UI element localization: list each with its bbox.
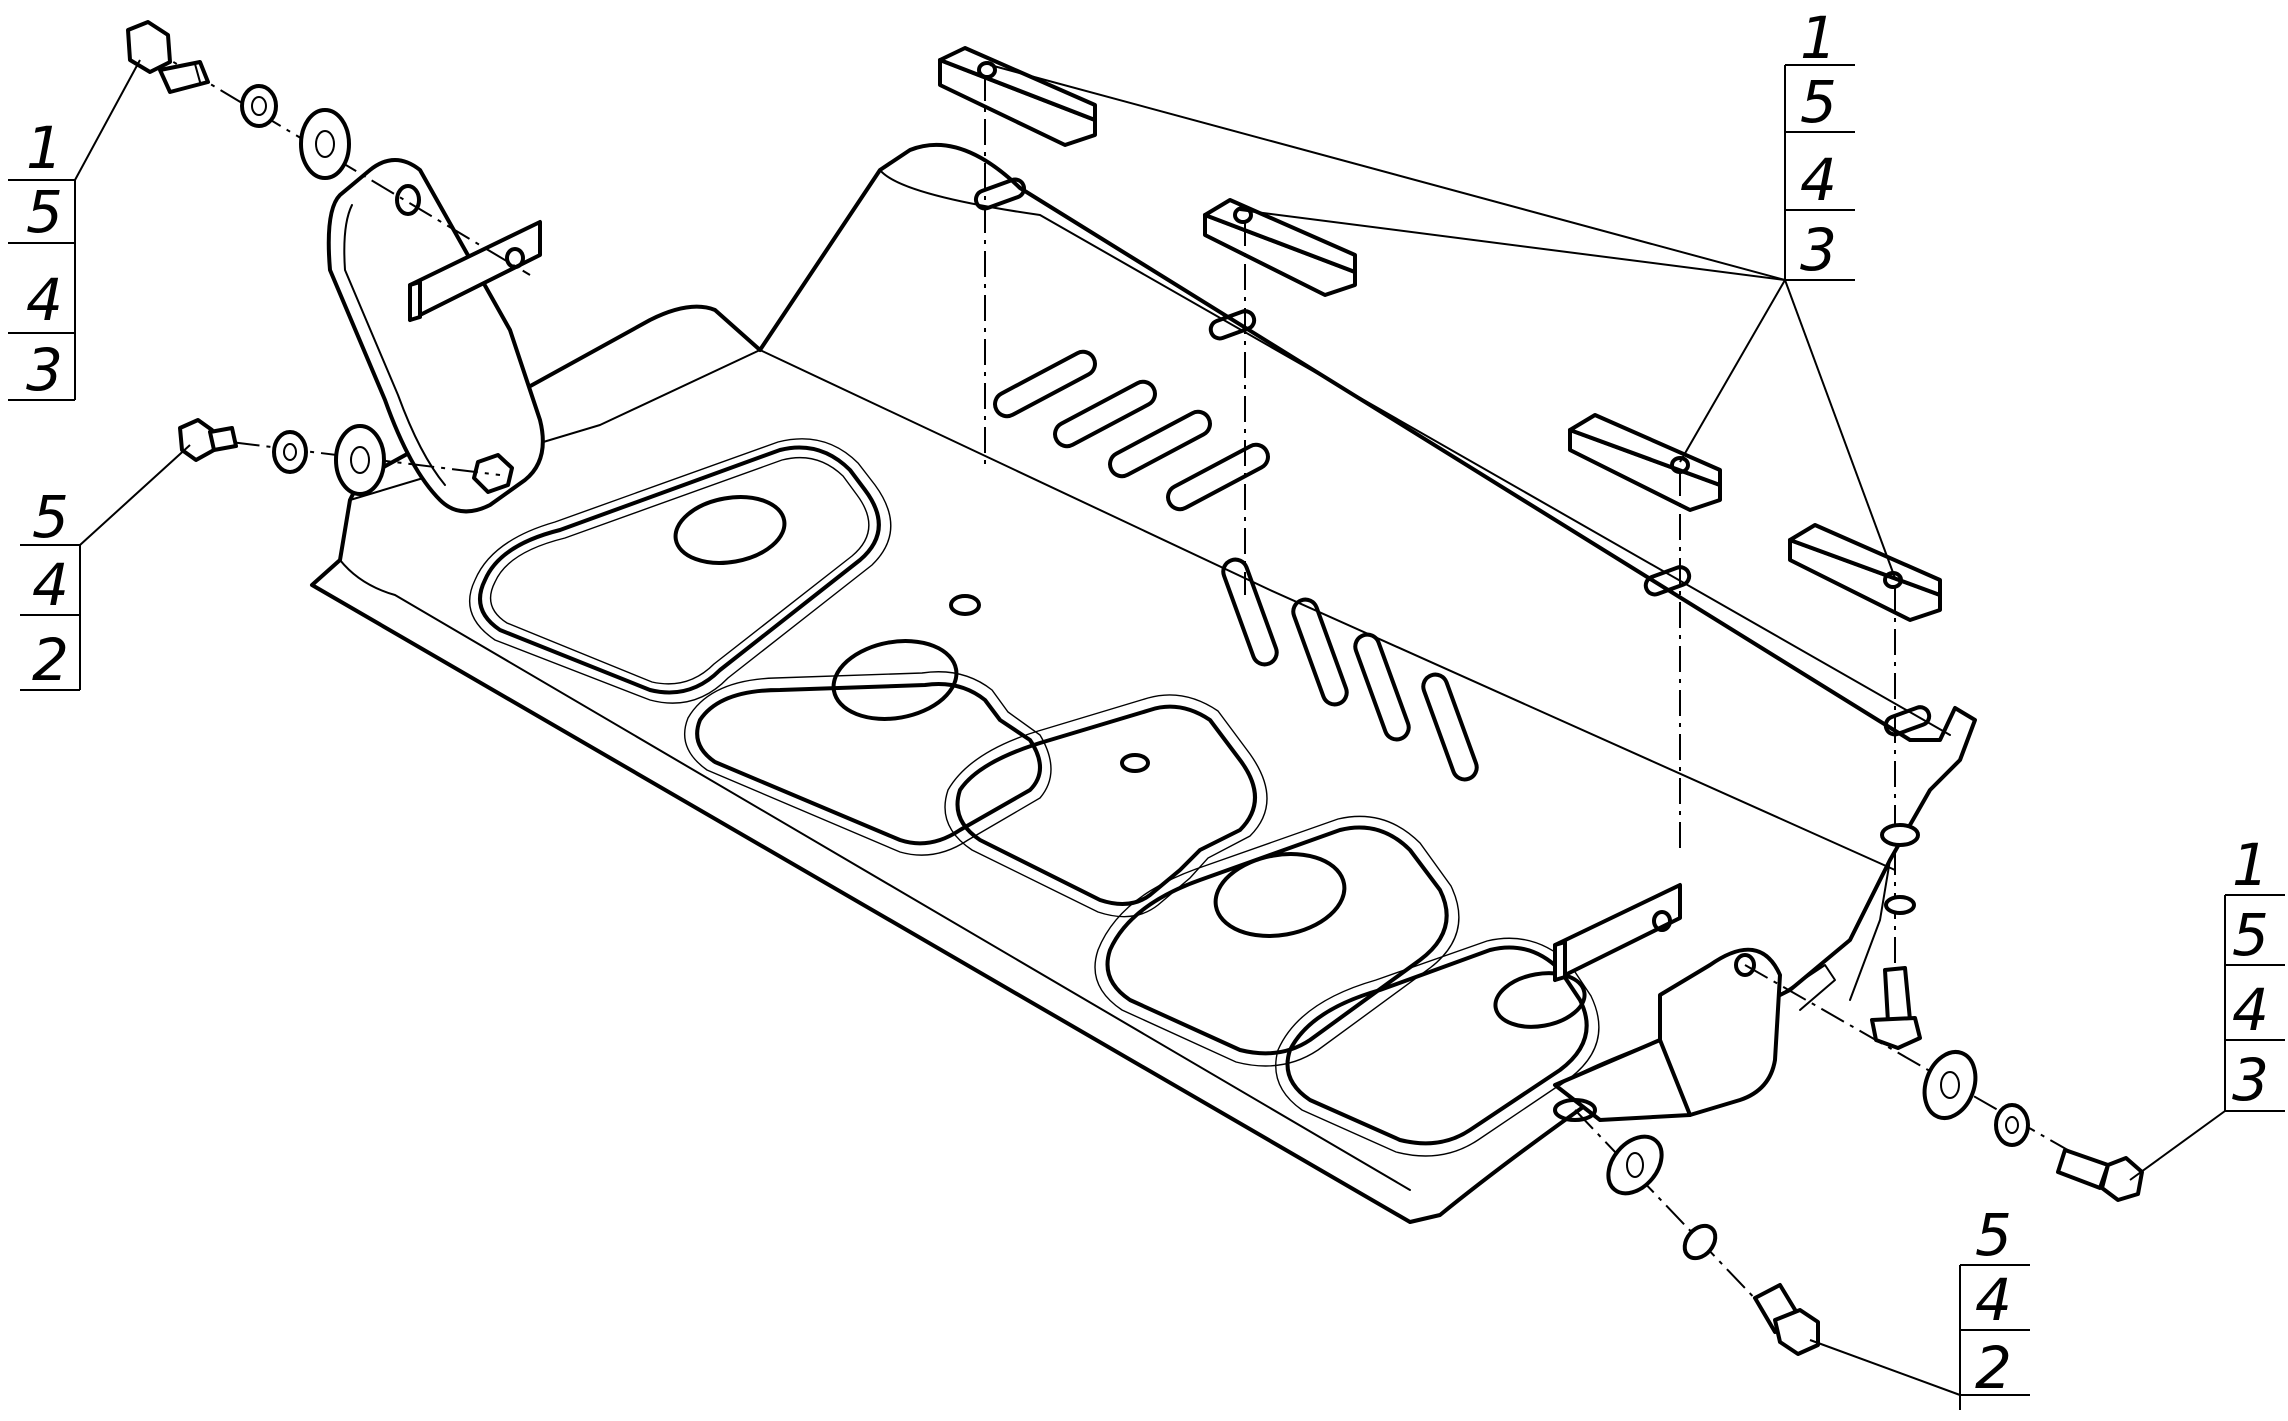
callout-top-right-2: 5 [1800, 68, 1837, 136]
callout-top-left-1: 1 [26, 114, 63, 182]
callout-top-left-3: 4 [26, 266, 63, 334]
callout-top-right-3: 4 [1800, 146, 1837, 214]
flat-washer-top-left [299, 108, 351, 180]
callout-right-2: 5 [2232, 901, 2269, 969]
fasteners [126, 20, 2144, 1356]
top-plates [938, 46, 1942, 622]
callout-mid-left-2: 4 [32, 551, 69, 619]
spring-washer-mid-left [272, 430, 308, 474]
right-mounting-bracket [1553, 883, 1782, 1122]
callout-bottom-3: 2 [1975, 1334, 2012, 1402]
bolt-right [2056, 1148, 2144, 1202]
spring-washer-right-vertical [1884, 895, 1916, 915]
bolt-right-vertical [1870, 966, 1922, 1050]
vent-slots [973, 177, 1932, 782]
callout-right: 1 5 4 3 [2224, 831, 2285, 1114]
callout-mid-left: 5 4 2 [20, 483, 81, 694]
bolt-top-left [126, 20, 210, 94]
spring-washer-bottom [1682, 1223, 1718, 1261]
stamped-ribs [468, 438, 1600, 1157]
flat-washer-bottom [1606, 1134, 1664, 1196]
plate-openings [673, 495, 1587, 1029]
skid-plate [310, 142, 1977, 1224]
flat-washer-right-vertical [1880, 823, 1920, 847]
callout-bottom-2: 4 [1975, 1266, 2012, 1334]
leader-lines [74, 59, 2226, 1396]
callout-top-left-2: 5 [26, 178, 63, 246]
callout-top-left-4: 3 [26, 336, 63, 404]
callout-right-4: 3 [2232, 1046, 2269, 1114]
callout-right-1: 1 [2232, 831, 2269, 899]
spring-washer-right [1994, 1103, 2030, 1147]
callout-top-left: 1 5 4 3 [8, 114, 76, 404]
left-mounting-bracket [326, 158, 545, 514]
callout-bottom-1: 5 [1975, 1201, 2012, 1269]
bolt-bottom [1753, 1283, 1820, 1356]
flat-washer-mid-left [334, 424, 386, 496]
callout-right-3: 4 [2232, 976, 2269, 1044]
bolt-mid-left [178, 418, 238, 462]
flat-washer-right [1922, 1050, 1978, 1120]
callout-top-right-1: 1 [1800, 4, 1837, 72]
callout-top-right: 1 5 4 3 [1784, 4, 1855, 284]
callout-mid-left-3: 2 [32, 626, 69, 694]
callout-bottom: 5 4 2 [1959, 1201, 2030, 1410]
callout-top-right-4: 3 [1800, 216, 1837, 284]
callout-mid-left-1: 5 [32, 483, 69, 551]
spring-washer-top-left [240, 84, 278, 128]
